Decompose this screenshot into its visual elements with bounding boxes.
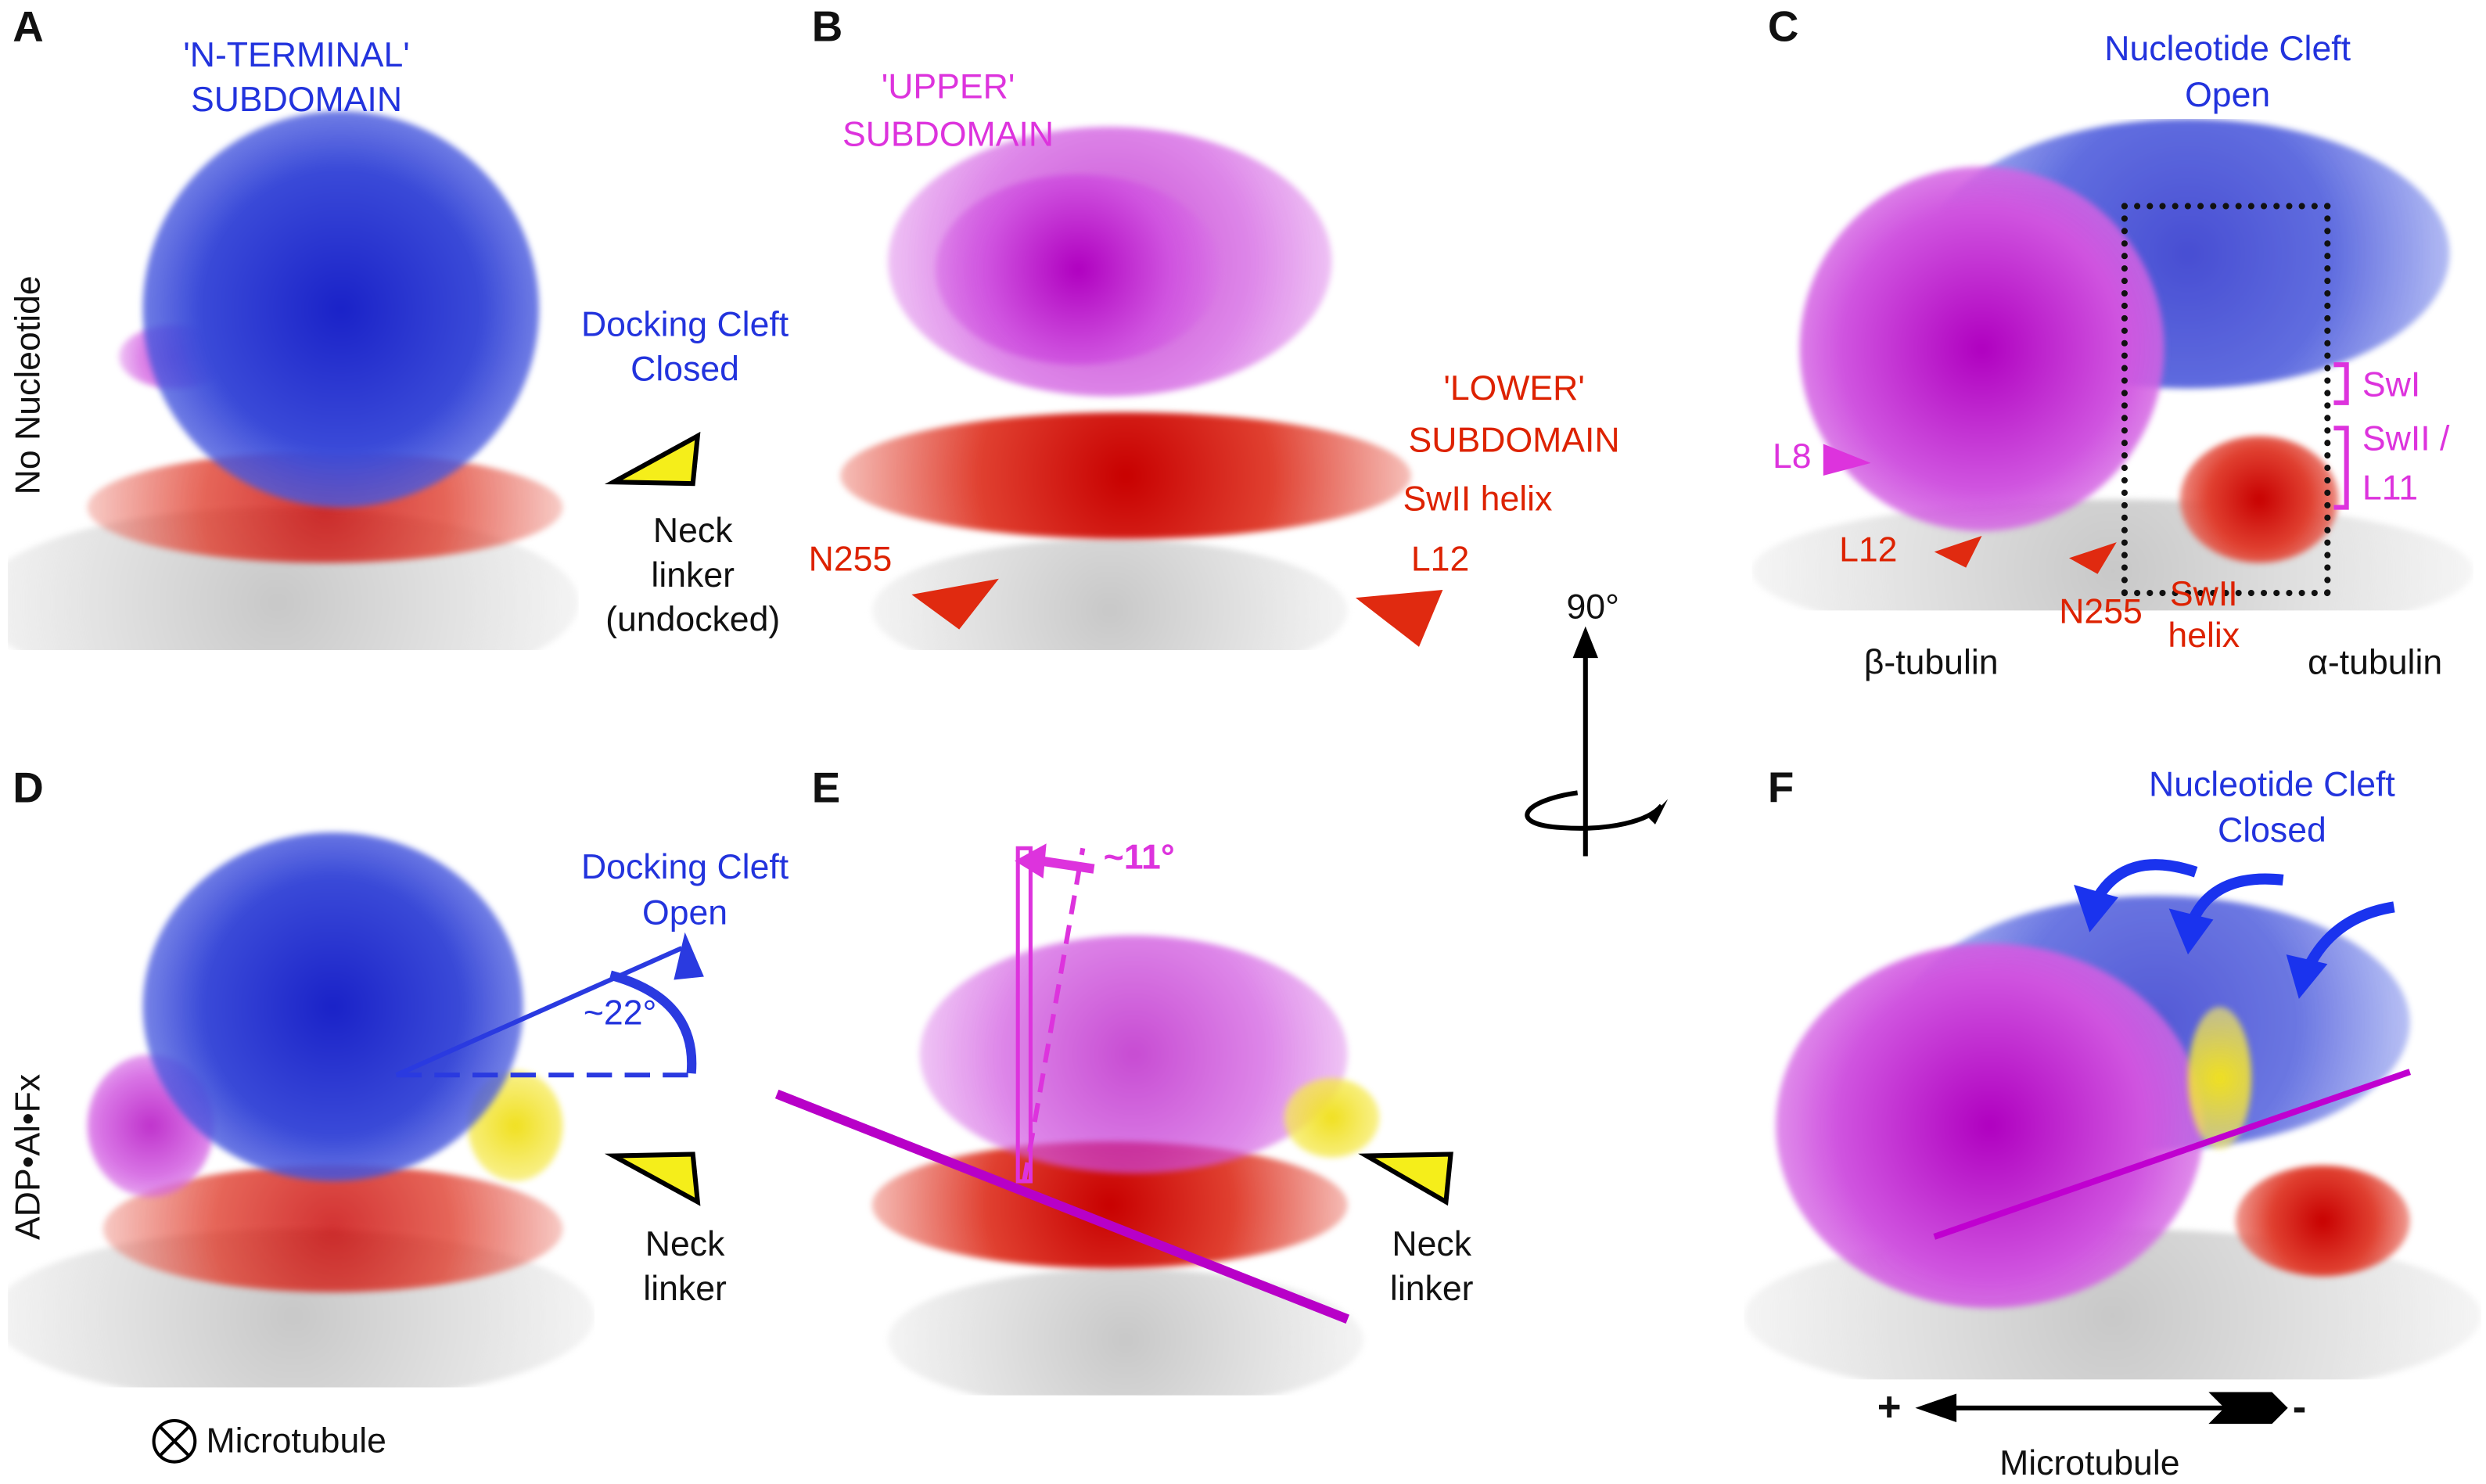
- panel-b: B 'UPPER' SUBDOMAIN 'LOWER' SUBDOMAIN Sw…: [792, 0, 1620, 746]
- docking-cleft-label: Docking Cleft: [580, 846, 789, 886]
- panel-label: B: [811, 3, 843, 51]
- swii-helix-label: SwII: [2169, 573, 2238, 614]
- swii-helix-label: SwII helix: [1403, 479, 1553, 519]
- cleft-closing-arrows-icon: [1933, 859, 2412, 1240]
- l11-label: L11: [2362, 467, 2419, 508]
- linker-label: linker: [643, 1268, 727, 1309]
- rotation-indicator: 90°: [1490, 571, 1680, 872]
- panel-c: C Nucleotide Cleft Open SwI SwII / L11 L…: [1744, 0, 2486, 746]
- l12-marker-icon: [1934, 536, 1982, 568]
- neck-linker-triangle-icon: [1358, 1152, 1453, 1206]
- n255-label: N255: [808, 539, 893, 579]
- linker-label: linker: [651, 555, 735, 595]
- docking-angle-icon: [395, 932, 704, 1078]
- lower-label: 'LOWER': [1443, 368, 1585, 408]
- linker-label: linker: [1389, 1268, 1474, 1309]
- row-label-no-nucleotide: No Nucleotide: [8, 275, 48, 495]
- panel-label: A: [13, 3, 44, 51]
- docking-cleft-state: Closed: [630, 348, 739, 389]
- panel-a-image: [8, 48, 579, 650]
- panel-d-image: [8, 801, 595, 1388]
- rotation-angle: 90°: [1566, 586, 1619, 627]
- n255-label: N255: [2059, 591, 2143, 631]
- swii-l11-label: SwII /: [2362, 419, 2450, 458]
- panel-f: F Nucleotide Cleft Closed + - Microtubul…: [1744, 761, 2486, 1482]
- panel-label: E: [811, 764, 841, 812]
- neck-label: Neck: [1392, 1223, 1471, 1264]
- angle-11-label: ~11°: [1103, 837, 1175, 877]
- lower-subdomain-label: SUBDOMAIN: [1408, 420, 1620, 460]
- rotation-arrow-icon: [1525, 626, 1669, 857]
- upper-subdomain-label: SUBDOMAIN: [842, 113, 1054, 154]
- microtubule-label: Microtubule: [1999, 1443, 2180, 1483]
- swii-bracket-icon: [2333, 426, 2349, 510]
- n-terminal-label: 'N-TERMINAL': [183, 34, 410, 75]
- neck-label: Neck: [652, 510, 733, 551]
- alpha-tubulin-label: α-tubulin: [2308, 641, 2443, 682]
- n255-marker-icon: [911, 578, 999, 630]
- panel-a: A 'N-TERMINAL' SUBDOMAIN No Nucleotide D…: [0, 0, 809, 746]
- panel-label: D: [13, 764, 44, 812]
- panel-d: D ADP•Al•Fx Docking Cleft Open ~22° Neck…: [0, 761, 809, 1482]
- l12-label: L12: [1839, 529, 1898, 570]
- nucleotide-cleft-state: Closed: [2218, 810, 2326, 850]
- l8-label: L8: [1772, 436, 1812, 476]
- panel-e-image: [824, 825, 1459, 1396]
- angle-22-label: ~22°: [583, 992, 657, 1033]
- neck-linker-triangle-icon: [604, 431, 701, 487]
- nucleotide-cleft-label: Nucleotide Cleft: [2149, 764, 2395, 804]
- into-page-microtubule-icon: [152, 1418, 197, 1464]
- panel-c-image: [1751, 119, 2473, 611]
- helix-label: helix: [2168, 615, 2240, 656]
- panel-b-image: [824, 79, 1442, 650]
- row-label-adp-alfx: ADP•Al•Fx: [8, 1073, 48, 1240]
- microtubule-label: Microtubule: [206, 1421, 386, 1461]
- beta-tubulin-label: β-tubulin: [1863, 641, 1999, 682]
- highlight-box: [2121, 203, 2331, 597]
- panel-e: E ~11° Neck linker: [774, 761, 1617, 1482]
- nucleotide-cleft-label: Nucleotide Cleft: [2104, 28, 2351, 69]
- microtubule-direction-arrow-icon: [1915, 1392, 2288, 1425]
- l12-label: L12: [1410, 539, 1470, 579]
- neck-label: Neck: [645, 1223, 725, 1264]
- upper-label: 'UPPER': [881, 66, 1015, 106]
- panel-label: F: [1767, 764, 1794, 812]
- swi-label: SwI: [2362, 365, 2421, 404]
- neck-linker-triangle-icon: [604, 1152, 701, 1206]
- undocked-label: (undocked): [605, 599, 781, 639]
- n255-marker-icon: [2068, 542, 2117, 574]
- panel-f-image: [1744, 880, 2481, 1380]
- docking-cleft-label: Docking Cleft: [580, 304, 789, 344]
- minus-end-label: -: [2292, 1382, 2307, 1431]
- docking-cleft-state: Open: [642, 893, 728, 932]
- subdomain-label: SUBDOMAIN: [190, 79, 403, 120]
- l12-marker-icon: [1355, 589, 1443, 647]
- tilt-angle-icon: [774, 843, 1350, 1324]
- l8-marker-icon: [1823, 444, 1871, 476]
- swi-bracket-icon: [2333, 362, 2349, 405]
- plus-end-label: +: [1877, 1382, 1902, 1431]
- panel-label: C: [1767, 3, 1799, 51]
- nucleotide-cleft-state: Open: [2185, 74, 2271, 114]
